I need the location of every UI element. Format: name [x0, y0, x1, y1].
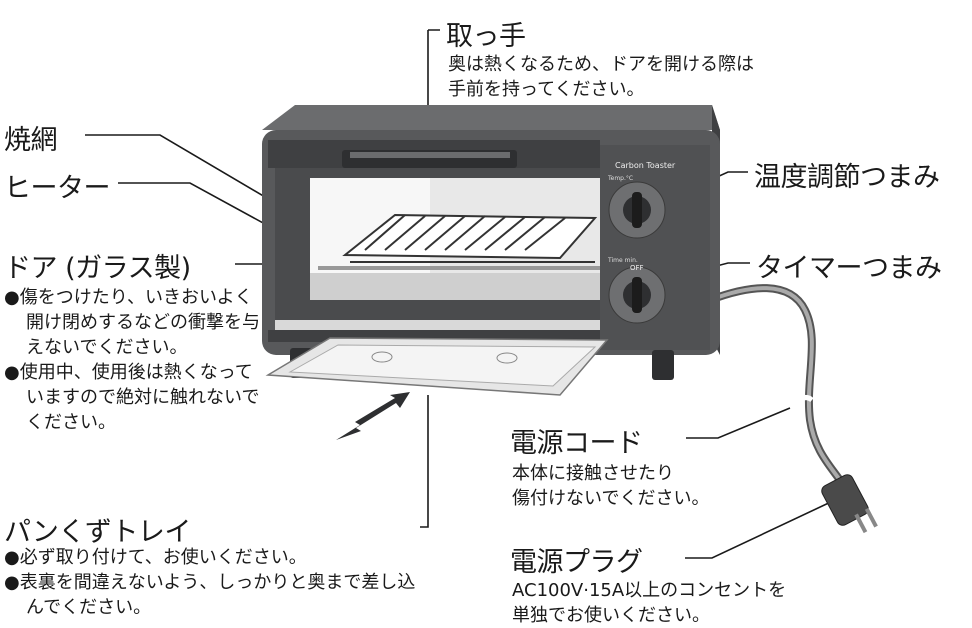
door-note-2: ●使用中、使用後は熱くなっていますので絶対に触れないでください。 [4, 362, 260, 433]
power-cord-label: 電源コード [510, 428, 643, 459]
timer-knob-label: タイマーつまみ [756, 253, 942, 284]
door-label: ドア (ガラス製) [4, 253, 191, 284]
grill-rack [342, 213, 598, 263]
leader-power-plug [685, 499, 836, 559]
crumb-tray-note-2: ●表裏を間違えないよう、しっかりと奥まで差し込んでください。 [4, 572, 416, 618]
brand-text: Carbon Toaster [615, 161, 676, 170]
timer-knob [608, 266, 666, 324]
leader-crumb-tray [420, 395, 429, 528]
power-cord [708, 284, 849, 491]
temp-caption: Temp.°C [607, 175, 633, 182]
crumb-tray-notes: ●必ず取り付けて、お使いください。 ●表裏を間違えないよう、しっかりと奥まで差し… [4, 545, 424, 620]
timer-caption: Time min. [607, 257, 638, 264]
power-cord-desc-line-2: 傷付けないでください。 [512, 488, 710, 509]
power-plug-desc: AC100V·15A以上のコンセントを 単独でお使いください。 [512, 578, 786, 628]
handle-label: 取っ手 [446, 21, 526, 52]
crumb-tray [265, 337, 609, 396]
door-handle [342, 150, 517, 168]
timer-off-text: OFF [630, 264, 644, 272]
door-note-1: ●傷をつけたり、いきおいよく開け閉めするなどの衝撃を与えないでください。 [4, 287, 260, 358]
door-notes: ●傷をつけたり、いきおいよく開け閉めするなどの衝撃を与えないでください。 ●使用… [4, 285, 266, 435]
grill-rack-label: 焼網 [4, 125, 58, 156]
handle-desc-line-2: 手前を持ってください。 [448, 79, 645, 100]
slide-arrow [336, 392, 410, 440]
leader-power-cord [686, 407, 791, 439]
power-cord-desc-line-1: 本体に接触させたり [512, 463, 674, 484]
power-plug [821, 474, 878, 534]
temp-knob-label: 温度調節つまみ [754, 162, 940, 193]
temp-knob [608, 181, 666, 239]
handle-desc-line-1: 奥は熱くなるため、ドアを開ける際は [448, 54, 754, 75]
power-plug-desc-line-2: 単独でお使いください。 [512, 605, 710, 626]
power-plug-label: 電源プラグ [510, 547, 643, 578]
power-cord-desc: 本体に接触させたり 傷付けないでください。 [512, 461, 709, 511]
crumb-tray-label: パンくずトレイ [4, 517, 191, 548]
crumb-tray-note-1: ●必ず取り付けて、お使いください。 [4, 547, 307, 568]
handle-desc: 奥は熱くなるため、ドアを開ける際は 手前を持ってください。 [448, 52, 754, 102]
power-plug-desc-line-1: AC100V·15A以上のコンセントを [512, 580, 787, 601]
heater-label: ヒーター [4, 173, 111, 204]
